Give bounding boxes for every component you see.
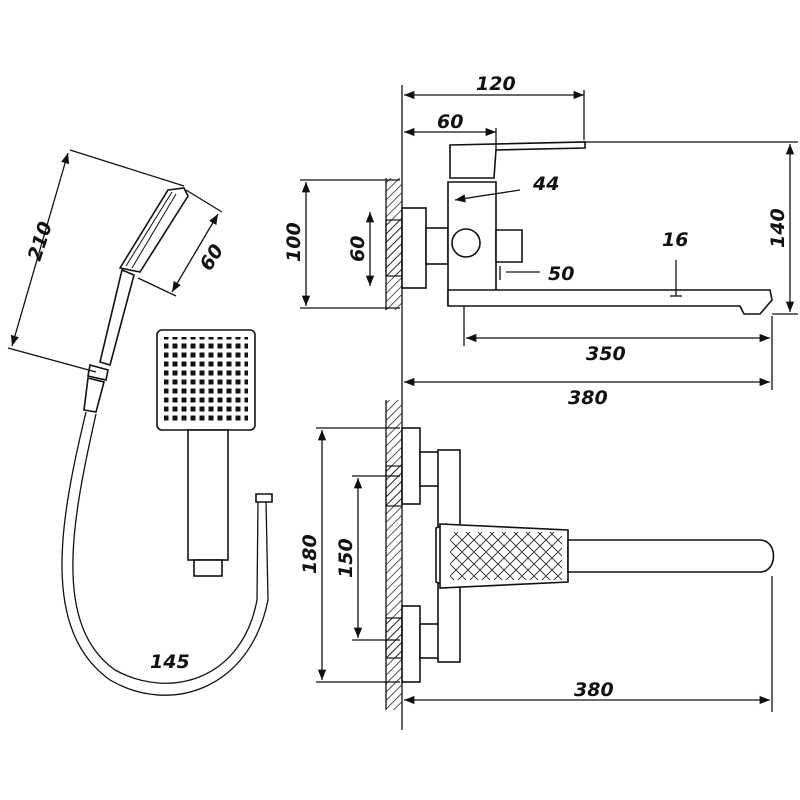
dim-body-44: 44 [532, 173, 559, 195]
mixer-front-view [316, 400, 775, 712]
dim-spout-350: 350 [586, 343, 626, 365]
dim-height-140: 140 [767, 208, 789, 248]
handheld-shower-front [156, 329, 256, 577]
dim-top-120: 120 [476, 73, 516, 95]
dim-spout-50: 50 [548, 263, 574, 285]
dim-spout-16: 16 [662, 229, 688, 251]
dim-plate-60: 60 [347, 236, 369, 262]
dim-wall-100: 100 [283, 222, 305, 262]
dim-centers-150: 150 [335, 538, 357, 578]
dim-top-60: 60 [437, 111, 463, 133]
dim-mount-180: 180 [299, 534, 321, 574]
dim-handheld-head-60: 60 [196, 241, 229, 275]
dim-length-380-top: 380 [568, 387, 608, 409]
handheld-shower-side [7, 149, 273, 696]
dim-length-380-bottom: 380 [574, 679, 614, 701]
mixer-top-view [300, 85, 798, 730]
dim-handheld-210: 210 [24, 219, 57, 264]
dim-hose-145: 145 [150, 651, 190, 673]
